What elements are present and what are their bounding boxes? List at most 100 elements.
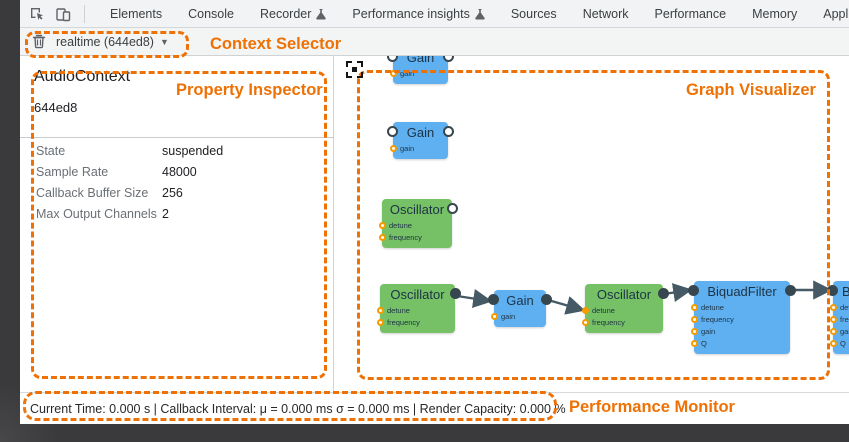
param-row: detune bbox=[582, 305, 663, 316]
tab-performance-insights[interactable]: Performance insights bbox=[339, 0, 497, 27]
param-row: Q bbox=[691, 338, 790, 349]
tab-label: Recorder bbox=[259, 6, 312, 21]
context-selector-dropdown[interactable]: realtime (644ed8) ▼ bbox=[56, 35, 169, 49]
param-port bbox=[691, 304, 698, 311]
property-label: State bbox=[36, 144, 66, 158]
tab-recorder[interactable]: Recorder bbox=[247, 0, 339, 27]
audio-node-biquadfilter[interactable]: BiquadFilter detune frequency gain Q bbox=[688, 281, 796, 354]
param-port bbox=[390, 145, 397, 152]
param-row: frequency bbox=[379, 232, 452, 243]
node-title: Oscillator bbox=[389, 201, 445, 217]
property-value: 2 bbox=[162, 207, 169, 221]
tab-sources[interactable]: Sources bbox=[498, 0, 570, 27]
output-port bbox=[541, 294, 552, 305]
tab-label: Console bbox=[188, 6, 234, 21]
output-port bbox=[785, 285, 796, 296]
audio-node-gain[interactable]: Gain gain bbox=[387, 122, 454, 159]
node-title: Gain bbox=[506, 292, 534, 308]
trash-icon[interactable] bbox=[32, 34, 46, 49]
audio-node-oscillator[interactable]: Oscillator detune frequency bbox=[582, 284, 669, 333]
param-port bbox=[582, 307, 589, 314]
divider bbox=[20, 137, 334, 138]
performance-monitor-bar: Current Time: 0.000 s | Callback Interva… bbox=[20, 392, 849, 424]
param-row: gain bbox=[491, 311, 546, 322]
audio-node-oscillator[interactable]: Oscillator detune frequency bbox=[377, 284, 461, 333]
context-type-title: AudioContext bbox=[34, 68, 131, 85]
output-port bbox=[443, 56, 454, 62]
devtools-window: Elements Console Recorder Performance in… bbox=[20, 0, 849, 424]
tab-label: Sources bbox=[510, 6, 557, 21]
output-port bbox=[450, 288, 461, 299]
performance-monitor-text: Current Time: 0.000 s | Callback Interva… bbox=[30, 401, 566, 416]
tab-label: Memory bbox=[752, 6, 798, 21]
device-toolbar-icon[interactable] bbox=[54, 5, 72, 23]
param-row: Q bbox=[830, 338, 849, 349]
output-port bbox=[443, 126, 454, 137]
param-label: detune bbox=[387, 306, 410, 315]
tab-memory[interactable]: Memory bbox=[739, 0, 810, 27]
tab-console[interactable]: Console bbox=[175, 0, 247, 27]
param-label: frequency bbox=[840, 315, 849, 324]
param-row: gain bbox=[691, 326, 790, 337]
input-port bbox=[387, 126, 398, 137]
graph-visualizer-canvas[interactable]: Gain gain Gain gain Oscillator detune fr… bbox=[335, 56, 849, 392]
tab-performance[interactable]: Performance bbox=[642, 0, 740, 27]
tab-network[interactable]: Network bbox=[570, 0, 642, 27]
param-label: gain bbox=[701, 327, 716, 336]
param-label: detune bbox=[592, 306, 615, 315]
param-label: Q bbox=[840, 339, 846, 348]
property-value: 48000 bbox=[162, 165, 197, 179]
input-port bbox=[387, 56, 398, 62]
param-row: gain bbox=[390, 143, 448, 154]
flask-icon bbox=[475, 8, 485, 20]
param-label: detune bbox=[701, 303, 724, 312]
param-row: detune bbox=[691, 302, 790, 313]
param-label: detune bbox=[389, 221, 412, 230]
param-port bbox=[830, 340, 837, 347]
param-port bbox=[390, 70, 397, 77]
property-row-sample-rate: Sample Rate 48000 bbox=[36, 165, 326, 183]
param-label: gain bbox=[400, 144, 415, 153]
param-label: gain bbox=[400, 69, 415, 78]
param-port bbox=[377, 307, 384, 314]
property-label: Max Output Channels bbox=[36, 207, 157, 221]
output-port bbox=[447, 203, 458, 214]
input-port bbox=[688, 285, 699, 296]
property-label: Callback Buffer Size bbox=[36, 186, 149, 200]
audio-node-gain[interactable]: Gain gain bbox=[387, 56, 454, 84]
audio-node-oscillator[interactable]: Oscillator detune frequency bbox=[379, 199, 458, 248]
param-row: gain bbox=[390, 68, 448, 79]
param-port bbox=[491, 313, 498, 320]
param-label: detune bbox=[840, 303, 849, 312]
param-label: frequency bbox=[389, 233, 422, 242]
node-title: Gain bbox=[406, 124, 435, 140]
param-row: detune bbox=[830, 302, 849, 313]
param-row: gain bbox=[830, 326, 849, 337]
param-label: frequency bbox=[387, 318, 420, 327]
param-port bbox=[691, 340, 698, 347]
context-selector-toolbar: realtime (644ed8) ▼ bbox=[20, 28, 849, 56]
output-port bbox=[658, 288, 669, 299]
property-row-state: State suspended bbox=[36, 144, 326, 162]
context-id: 644ed8 bbox=[34, 100, 78, 115]
tab-application[interactable]: Application bbox=[810, 0, 849, 27]
inspect-element-icon[interactable] bbox=[28, 5, 46, 23]
tab-label: Performance insights bbox=[352, 6, 470, 21]
property-label: Sample Rate bbox=[36, 165, 109, 179]
node-title: Oscillator bbox=[596, 286, 652, 302]
tab-label: Application bbox=[823, 6, 849, 21]
param-label: gain bbox=[501, 312, 516, 321]
tab-label: Network bbox=[582, 6, 629, 21]
tab-elements[interactable]: Elements bbox=[97, 0, 175, 27]
context-selector-value: realtime (644ed8) bbox=[56, 34, 154, 49]
param-row: frequency bbox=[830, 314, 849, 325]
node-title: BiquadFilter bbox=[842, 283, 849, 299]
audio-node-biquadfilter[interactable]: BiquadFilter detune frequency gain Q bbox=[827, 281, 849, 354]
param-label: frequency bbox=[701, 315, 734, 324]
param-port bbox=[830, 328, 837, 335]
tab-label: Elements bbox=[110, 6, 163, 21]
param-port bbox=[830, 304, 837, 311]
param-port bbox=[691, 328, 698, 335]
input-port bbox=[488, 294, 499, 305]
audio-node-gain[interactable]: Gain gain bbox=[488, 290, 552, 327]
